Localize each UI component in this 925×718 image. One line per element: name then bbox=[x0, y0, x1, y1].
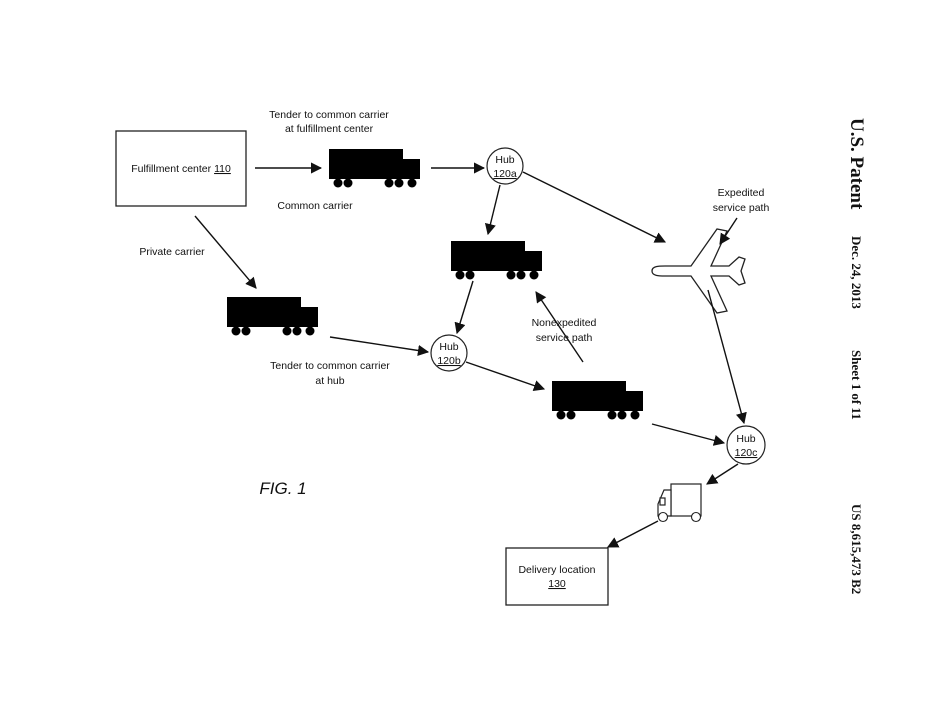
nonexpedited-label-line1: Nonexpedited bbox=[532, 317, 597, 329]
arrow-truck-to-hub-c bbox=[652, 424, 724, 443]
delivery-location-ref: 130 bbox=[548, 578, 566, 590]
delivery-van-icon bbox=[658, 484, 701, 522]
sheet-number: Sheet 1 of 11 bbox=[849, 350, 864, 420]
nonexpedited-label-line2: service path bbox=[536, 332, 593, 344]
arrow-private-truck-to-hub-b bbox=[330, 337, 428, 352]
expedited-label-line2: service path bbox=[713, 202, 770, 214]
truck-icon bbox=[552, 381, 643, 420]
patent-date: Dec. 24, 2013 bbox=[849, 236, 864, 309]
arrow-hub-c-to-van bbox=[707, 464, 738, 484]
truck-icon bbox=[227, 297, 318, 336]
svg-text:120c: 120c bbox=[735, 447, 758, 459]
arrow-hub-a-to-truck bbox=[488, 185, 500, 234]
svg-text:Hub: Hub bbox=[439, 341, 458, 353]
tender-hub-label-line2: at hub bbox=[315, 375, 344, 387]
tender-hub-label-line1: Tender to common carrier bbox=[270, 360, 390, 372]
expedited-label-line1: Expedited bbox=[718, 187, 765, 199]
figure-label: FIG. 1 bbox=[259, 479, 306, 498]
arrow-hub-b-to-truck bbox=[466, 362, 544, 389]
svg-text:120b: 120b bbox=[437, 355, 461, 367]
hub-120c: Hub 120c bbox=[727, 426, 765, 464]
delivery-location-label: Delivery location bbox=[518, 564, 595, 576]
svg-text:Hub: Hub bbox=[736, 433, 755, 445]
airplane-icon bbox=[652, 229, 745, 313]
hub-120b: Hub 120b bbox=[431, 335, 467, 371]
hub-120a: Hub 120a bbox=[487, 148, 523, 184]
svg-text:120a: 120a bbox=[493, 168, 517, 180]
fulfillment-center-label: Fulfillment center 110 bbox=[131, 163, 231, 175]
common-carrier-label: Common carrier bbox=[277, 200, 353, 212]
private-carrier-label: Private carrier bbox=[139, 246, 205, 258]
delivery-location-box bbox=[506, 548, 608, 605]
tender-fc-label-line2: at fulfillment center bbox=[285, 123, 374, 135]
arrow-truck-to-hub-b bbox=[457, 281, 473, 333]
svg-text:Hub: Hub bbox=[495, 154, 514, 166]
patent-number: US 8,615,473 B2 bbox=[849, 504, 864, 594]
truck-icon bbox=[451, 241, 542, 280]
arrow-van-to-delivery bbox=[608, 521, 658, 547]
tender-fc-label-line1: Tender to common carrier bbox=[269, 109, 389, 121]
arrow-hub-a-to-airplane bbox=[523, 172, 665, 242]
patent-header: U.S. Patent bbox=[846, 118, 867, 210]
truck-icon bbox=[329, 149, 420, 188]
